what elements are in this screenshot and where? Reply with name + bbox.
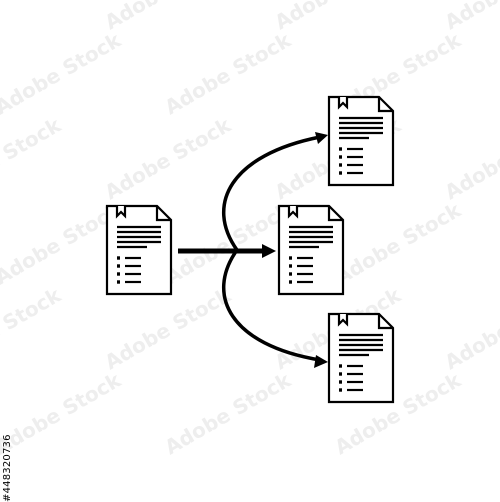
middle-document-icon xyxy=(279,206,343,294)
stock-id-label: #448320736 xyxy=(2,392,14,502)
arc-arrow-down-head xyxy=(314,355,328,368)
bottom-document-icon xyxy=(329,314,393,402)
top-document-icon xyxy=(329,97,393,185)
source-document-icon xyxy=(107,206,171,294)
straight-arrow-head xyxy=(262,244,276,258)
arc-arrow-up-head xyxy=(315,132,328,144)
